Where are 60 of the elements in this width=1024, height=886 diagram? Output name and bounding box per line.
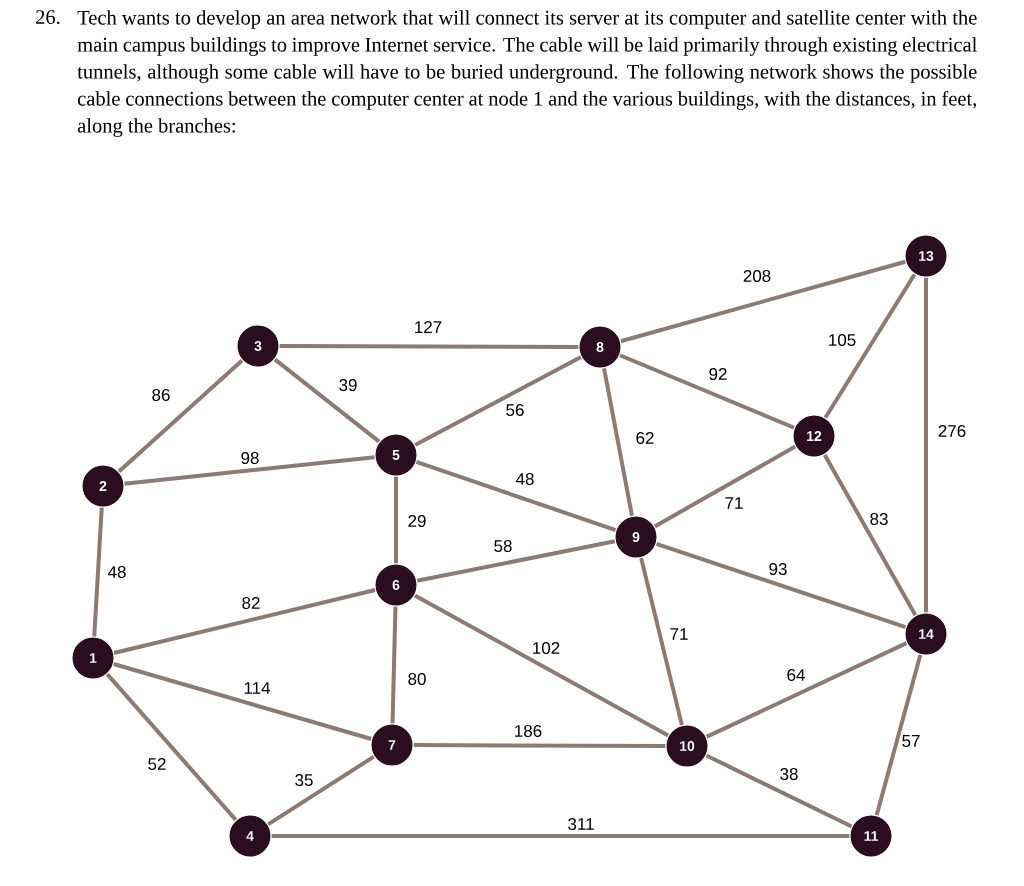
connector-line bbox=[117, 358, 244, 474]
connector-line bbox=[124, 455, 375, 486]
connector-line bbox=[822, 453, 918, 617]
connector-line bbox=[113, 662, 372, 741]
connector-line bbox=[394, 476, 398, 564]
connector-line bbox=[705, 641, 908, 739]
connector-line bbox=[105, 672, 238, 822]
connector-line bbox=[271, 834, 850, 838]
edge-label: 35 bbox=[295, 774, 313, 787]
edge-label: 29 bbox=[408, 515, 426, 528]
connector-line bbox=[390, 606, 398, 724]
edge-label: 83 bbox=[870, 513, 888, 526]
edge-label: 48 bbox=[107, 566, 126, 579]
edge-label: 93 bbox=[769, 563, 787, 576]
edge-label: 58 bbox=[494, 540, 512, 553]
edge-label: 38 bbox=[780, 768, 798, 781]
connector-line bbox=[113, 588, 376, 655]
connector-line bbox=[620, 259, 906, 344]
edge-label: 208 bbox=[743, 270, 771, 283]
connector-line bbox=[92, 507, 104, 637]
connector-line bbox=[639, 557, 684, 726]
connector-line bbox=[413, 593, 670, 738]
edge-label: 86 bbox=[152, 389, 170, 402]
edge-label: 62 bbox=[636, 432, 654, 445]
edge-label: 82 bbox=[242, 597, 260, 610]
edge-label: 64 bbox=[787, 669, 805, 682]
edge-label: 92 bbox=[709, 368, 727, 381]
edge-label: 114 bbox=[244, 682, 271, 694]
question-number: 26. bbox=[36, 10, 60, 25]
edge-label: 56 bbox=[506, 404, 524, 417]
edge-label: 102 bbox=[533, 642, 560, 655]
edge-label: 71 bbox=[725, 497, 743, 509]
connector-line bbox=[924, 277, 928, 613]
connector-line bbox=[655, 541, 907, 630]
connector-line bbox=[267, 754, 375, 827]
edge-label: 39 bbox=[339, 379, 357, 392]
edge-label: 52 bbox=[148, 758, 166, 771]
connector-line bbox=[415, 460, 617, 532]
edge-label: 80 bbox=[408, 673, 426, 686]
connector-line bbox=[416, 539, 616, 583]
connector-line bbox=[413, 743, 666, 748]
connector-line bbox=[653, 444, 797, 529]
edge-label: 276 bbox=[938, 425, 966, 438]
edge-label: 71 bbox=[670, 628, 688, 640]
edge-label: 48 bbox=[515, 473, 534, 486]
connector-line bbox=[602, 367, 634, 517]
edge-label: 98 bbox=[241, 452, 259, 465]
edge-label: 186 bbox=[515, 725, 542, 738]
edge-label: 311 bbox=[568, 818, 594, 831]
connector-line bbox=[273, 357, 381, 444]
edge-label: 127 bbox=[415, 321, 442, 333]
connector-line bbox=[279, 344, 579, 349]
connector-line bbox=[874, 654, 923, 816]
connector-line bbox=[414, 355, 582, 447]
connector-line bbox=[823, 273, 917, 419]
question-text: Tech wants to develop an area network that will connect its server at its computer and satellite center with the main campus buildings to improve Internet service. The cable will be laid primarily through existing electrical tunnels, although some cable will have to be buried underground. The following network shows the possible cable connections between the computer center at node 1 and the various buildings, with the distances, in feet, along the branches: bbox=[77, 10, 977, 137]
edge-label: 57 bbox=[902, 735, 920, 747]
connector-line bbox=[705, 753, 853, 829]
connector-line bbox=[619, 353, 795, 430]
edge-label: 105 bbox=[829, 334, 856, 347]
